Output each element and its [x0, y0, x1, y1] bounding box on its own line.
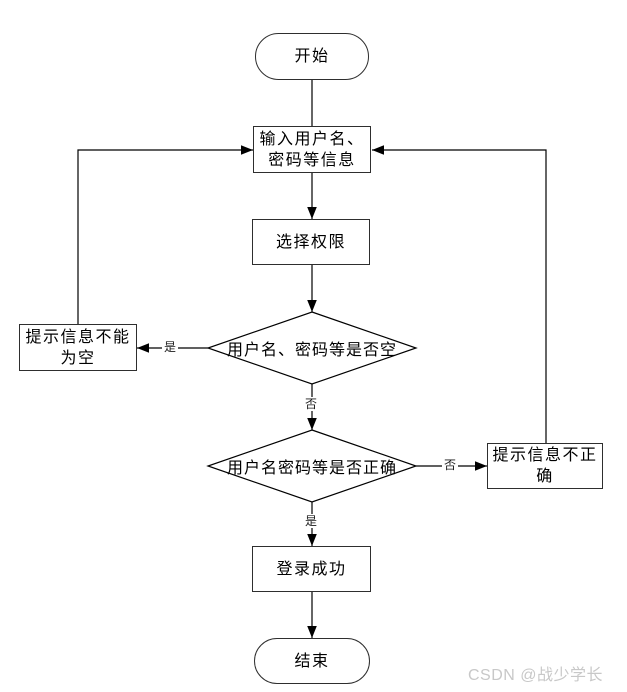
edge-label-correct-yes: 是	[302, 514, 320, 528]
connector-prompt-empty-back-to-input	[77, 145, 253, 324]
node-prompt-incorrect-label: 提示信息不正 确	[492, 447, 598, 485]
node-start-label: 开始	[294, 48, 330, 65]
node-prompt-empty: 提示信息不能 为空	[19, 324, 137, 371]
node-login-success: 登录成功	[252, 546, 371, 592]
node-login-success-label: 登录成功	[276, 560, 347, 578]
node-input-info: 输入用户名、 密码等信息	[253, 126, 371, 173]
node-select-permission: 选择权限	[252, 219, 370, 265]
node-end: 结束	[254, 638, 370, 684]
node-end-label: 结束	[294, 652, 330, 670]
edge-label-empty-no: 否	[302, 397, 320, 411]
edge-label-empty-yes: 是	[161, 340, 179, 354]
node-input-info-label: 输入用户名、 密码等信息	[259, 130, 365, 169]
node-prompt-incorrect: 提示信息不正 确	[487, 443, 603, 489]
csdn-watermark: CSDN @战少学长	[468, 667, 604, 684]
decision-check-empty-shape	[206, 311, 418, 385]
connector-prompt-incorrect-back-to-input	[372, 145, 547, 443]
edge-label-correct-no: 否	[441, 458, 459, 472]
decision-check-correct-shape	[206, 429, 418, 503]
node-select-permission-label: 选择权限	[275, 233, 346, 251]
node-prompt-empty-label: 提示信息不能 为空	[25, 328, 131, 367]
node-start: 开始	[255, 33, 369, 80]
